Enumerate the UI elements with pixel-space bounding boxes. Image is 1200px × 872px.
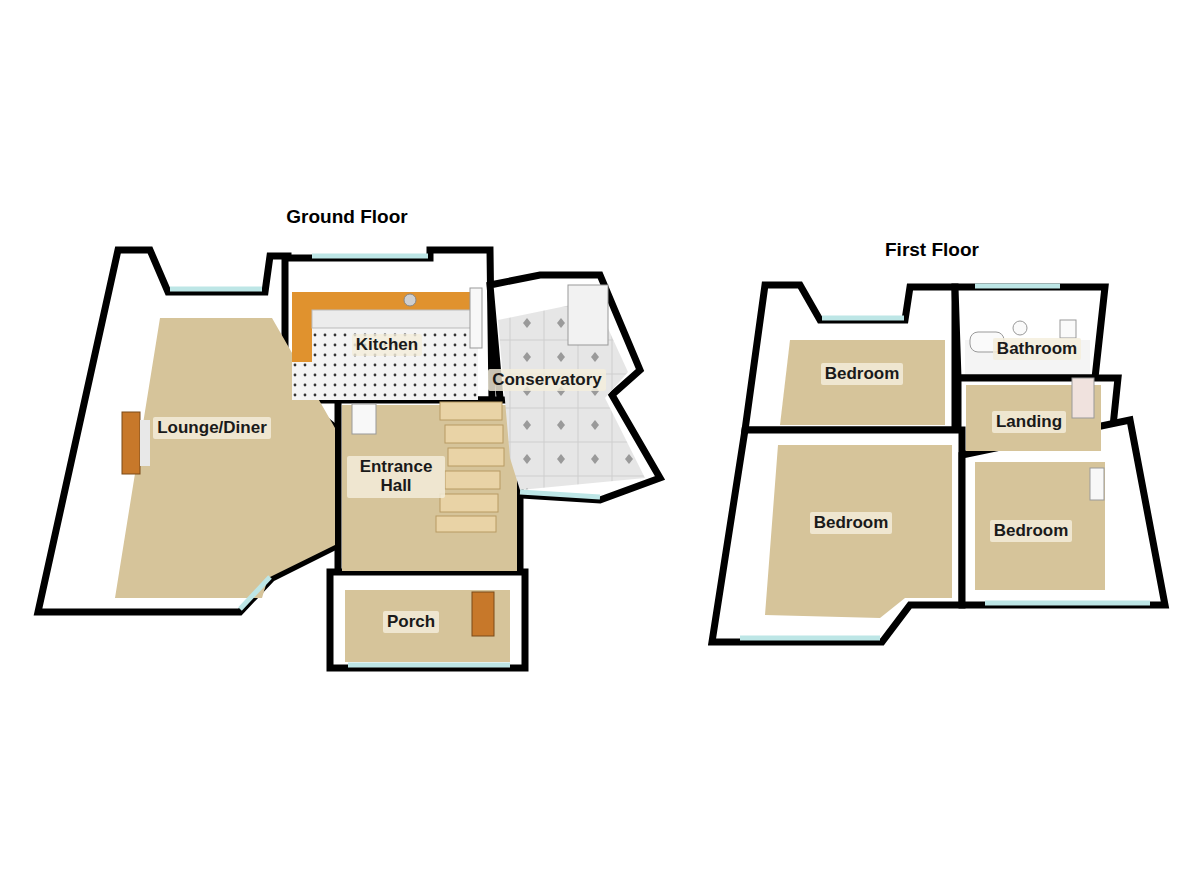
room-label: Bathroom (993, 338, 1081, 361)
room-name: Bathroom (997, 340, 1077, 359)
room-name: Lounge/Diner (157, 419, 267, 438)
room-name: Bedroom (825, 365, 900, 384)
room-name: Kitchen (356, 336, 418, 355)
floor-heading: First Floor (885, 239, 979, 261)
room-label: Conservatory (488, 369, 606, 392)
floors (115, 300, 1105, 662)
floor-plan-area: Ground FloorLounge/Diner KitchenConservat… (30, 200, 690, 690)
room-label: Porch (383, 611, 439, 634)
room-label: Landing (992, 411, 1066, 434)
room-name: Bedroom (994, 522, 1069, 541)
room-label: Bedroom (990, 520, 1073, 543)
fixtures (122, 285, 1104, 636)
windows (170, 256, 1150, 665)
room-name: Landing (996, 413, 1062, 432)
room-name: Conservatory (492, 371, 602, 390)
room-label: Lounge/Diner (153, 417, 271, 440)
room-label: Kitchen (352, 334, 422, 357)
room-name: Bedroom (814, 514, 889, 533)
room-name: Porch (387, 613, 435, 632)
floor-heading: Ground Floor (286, 206, 407, 228)
room-label: Bedroom (810, 512, 893, 535)
floor-plan-area: First FloorBedroomBathroomLandingBedroom… (700, 230, 1190, 660)
room-name: Entrance Hall (351, 458, 441, 495)
walls (38, 250, 1165, 668)
room-label: Bedroom (821, 363, 904, 386)
room-label: Entrance Hall (347, 456, 445, 497)
